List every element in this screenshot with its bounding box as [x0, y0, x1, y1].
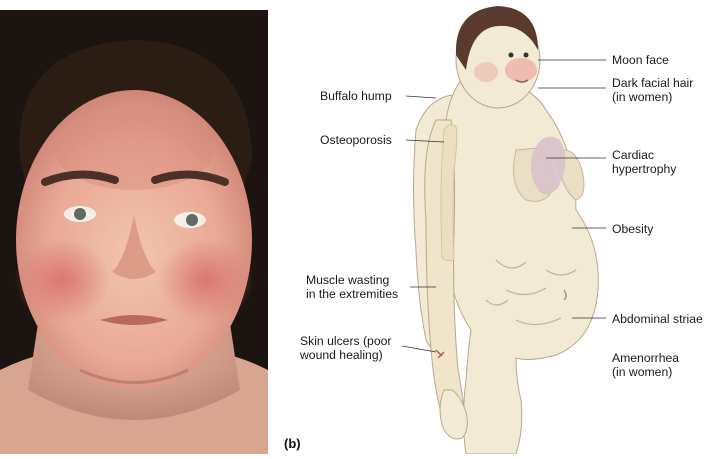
clinical-photo — [0, 10, 268, 454]
label-amenorrhea-line2: (in women) — [612, 365, 673, 379]
label-muscle-wasting-line1: Muscle wasting — [306, 273, 390, 287]
label-amenorrhea: Amenorrhea (in women) — [612, 351, 679, 379]
patient-face-image — [0, 10, 268, 454]
label-moon-face: Moon face — [612, 53, 669, 67]
panel-letter: (b) — [284, 436, 301, 451]
body-figure — [413, 78, 599, 455]
label-skin-ulcers: Skin ulcers (poor wound healing) — [300, 334, 391, 362]
ulcer-mark — [435, 349, 445, 359]
body-illustration — [401, 6, 606, 455]
label-skin-ulcers-line2: wound healing) — [300, 348, 383, 362]
striae-marks — [485, 259, 577, 326]
label-cardiac-line1: Cardiac — [612, 148, 654, 162]
label-amenorrhea-line1: Amenorrhea — [612, 351, 680, 365]
label-obesity: Obesity — [612, 222, 654, 236]
label-muscle-wasting: Muscle wasting in the extremities — [306, 273, 398, 301]
label-osteoporosis: Osteoporosis — [320, 133, 392, 147]
label-dark-facial-hair: Dark facial hair (in women) — [612, 76, 693, 104]
label-muscle-wasting-line2: in the extremities — [306, 287, 399, 301]
label-cardiac-line2: hypertrophy — [612, 162, 677, 176]
label-abdominal-striae: Abdominal striae — [612, 312, 703, 326]
label-buffalo-hump: Buffalo hump — [320, 89, 392, 103]
illustration-panel — [276, 0, 719, 455]
label-dark-facial-hair-line2: (in women) — [612, 90, 673, 104]
label-dark-facial-hair-line1: Dark facial hair — [612, 76, 694, 90]
label-cardiac-hypertrophy: Cardiac hypertrophy — [612, 148, 676, 176]
label-skin-ulcers-line1: Skin ulcers (poor — [300, 334, 392, 348]
head-figure — [455, 6, 541, 109]
leader-lines — [401, 59, 606, 353]
